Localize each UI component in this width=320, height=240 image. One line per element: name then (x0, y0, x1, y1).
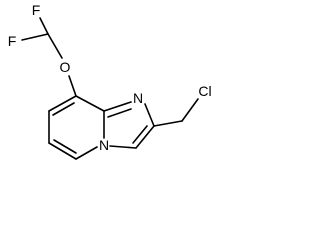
bond-c6-c5-inner (53, 139, 77, 154)
bond-c8-c7 (48, 95, 77, 112)
bond-c5-n4 (75, 146, 98, 160)
bond-c8a-n1-inner (107, 108, 132, 118)
bond-c2-ch2 (153, 120, 183, 127)
atom-label-imidazole-nitrogen: N (133, 90, 143, 106)
bond-ch-o (47, 33, 63, 59)
bond-c2-c3-inner (132, 125, 148, 144)
bond-ch2-cl (181, 98, 199, 122)
atom-label-fluorine-top: F (32, 2, 41, 18)
atom-label-oxygen: O (60, 59, 71, 75)
bond-c8-c7-inner (52, 102, 75, 116)
bond-c2-c3 (135, 125, 155, 149)
atom-label-bridgehead-nitrogen: N (99, 137, 109, 153)
atom-label-chlorine: Cl (198, 83, 211, 99)
chemical-structure-diagram: F F O N N Cl (8, 2, 212, 160)
bond-c8a-n1 (103, 101, 132, 112)
bond-c6-c5 (48, 142, 77, 160)
bond-ch-f-top (39, 17, 49, 35)
bond-n1-c2 (144, 103, 155, 127)
bond-c8a-c8 (75, 95, 105, 112)
atom-label-fluorine-left: F (8, 33, 17, 49)
bond-ch-f-left (21, 33, 49, 41)
bond-o-c8 (68, 75, 77, 97)
bond-c3-n4 (109, 145, 137, 149)
